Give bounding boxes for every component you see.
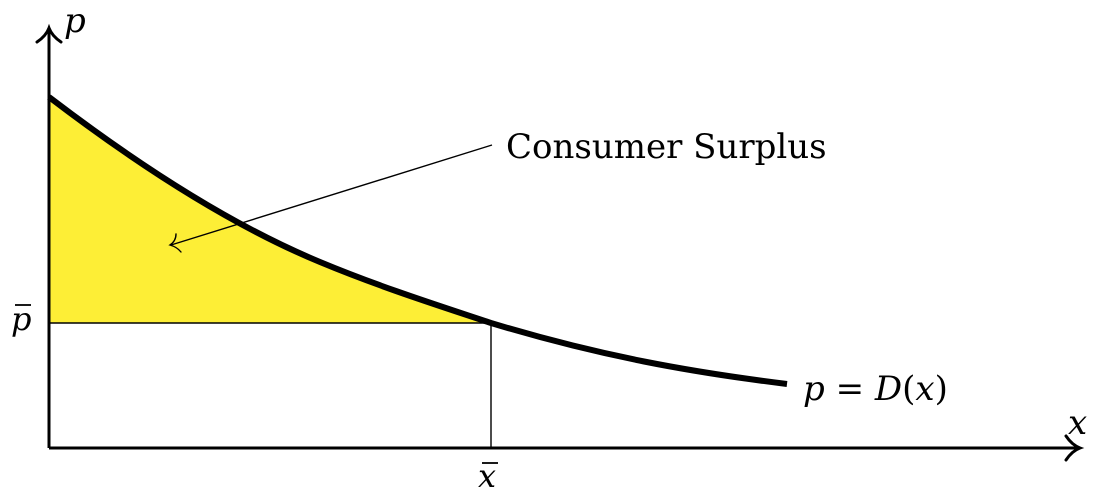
p-bar-label: p [11, 300, 31, 338]
x-axis-arrowhead [1064, 434, 1085, 462]
curve-label-equals: = [825, 369, 875, 409]
curve-label-open-paren: ( [902, 369, 915, 409]
annotation-arrow-line [170, 144, 493, 246]
x-bar-label: x [478, 457, 496, 495]
annotation-label: Consumer Surplus [506, 127, 827, 167]
y-axis-arrowhead [35, 23, 63, 44]
x-axis-label: x [1068, 403, 1087, 443]
curve-label-fn: D [874, 369, 902, 409]
curve-label-close-paren: ) [935, 369, 948, 409]
annotation-arrowhead [168, 233, 182, 253]
curve-label-arg: x [915, 369, 934, 409]
demand-curve [47, 94, 788, 387]
curve-label: p = D(x) [803, 369, 948, 409]
curve-label-lhs: p [803, 369, 825, 409]
consumer-surplus-area [49, 97, 491, 323]
y-axis-label: p [64, 1, 86, 41]
